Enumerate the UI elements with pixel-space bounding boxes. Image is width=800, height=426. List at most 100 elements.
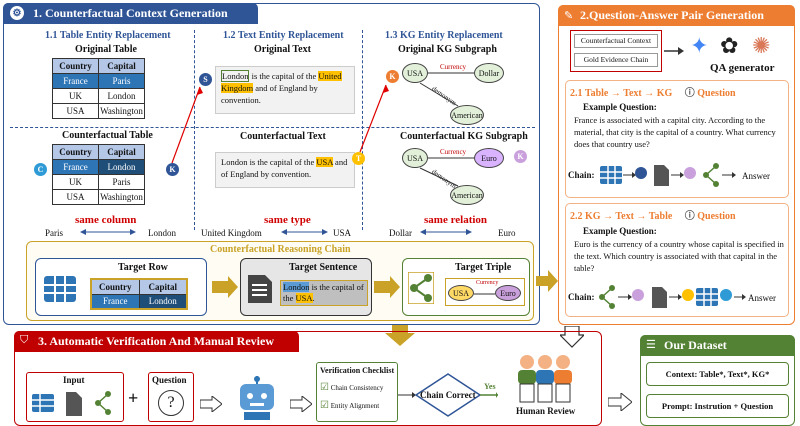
qa1-question-text: France is associated with a capital city… (574, 115, 776, 149)
table-header: Capital (138, 278, 188, 295)
text-span: is the capital of the (249, 71, 319, 81)
qa1-question-label: Question (697, 88, 736, 99)
reasoning-chain-title: Counterfactual Reasoning Chain (210, 244, 351, 255)
qa2-example-label: Example Question: (583, 226, 657, 236)
col-to: London (148, 228, 176, 238)
target-sentence-text: London is the capital of the USA. (280, 280, 368, 306)
text-span: London (283, 282, 310, 292)
share-icon (407, 271, 435, 309)
dataset-line2: Prompt: Instrution + Question (646, 394, 789, 418)
cf-table-title: Counterfactual Table (62, 130, 153, 141)
document-icon (248, 275, 272, 308)
original-text-title: Original Text (254, 44, 311, 55)
sec11-title: 1.1 Table Entity Replacement (45, 30, 171, 41)
kg-node: USA (402, 63, 428, 83)
table-cell: London (138, 293, 188, 310)
qa1-answer: Answer (742, 171, 770, 181)
qa1-chain-label: Chain: (568, 170, 595, 180)
text-span: and of England by convention. (221, 157, 348, 179)
people-icon (515, 352, 575, 409)
qa-generator-label: QA generator (710, 62, 775, 74)
input-context: Counterfactual Context (574, 34, 658, 48)
target-triple-title: Target Triple (455, 262, 512, 273)
check-label: Entity Alignment (330, 402, 380, 410)
table-cell: USA (52, 103, 99, 119)
arrow-right-icon (290, 396, 312, 412)
table-cell: France (90, 293, 140, 310)
kg-edge-label: Currency (440, 63, 467, 71)
original-kg-title: Original KG Subgraph (398, 44, 497, 55)
input-evidence: Gold Evidence Chain (574, 53, 658, 67)
divider (194, 30, 195, 230)
qa2-chain-label: Chain: (568, 292, 595, 302)
text-span: is the capital of the (283, 282, 364, 303)
openai-icon: ✿ (720, 33, 739, 58)
panel4-header: Our Dataset (640, 335, 795, 356)
table-header: Capital (98, 144, 145, 160)
qa1-step: 2.1 Table (570, 88, 609, 99)
kg-node: American (450, 185, 484, 205)
target-row-title: Target Row (118, 262, 168, 273)
kg-node: USA (402, 148, 428, 168)
panel2-title: 2.Question-Answer Pair Generation (580, 8, 764, 22)
badge-k: K (166, 163, 179, 176)
edit-icon: ✎ (564, 10, 574, 22)
check-item: ☑ Entity Alignment (320, 400, 379, 411)
panel3-title: 3. Automatic Verification And Manual Rev… (38, 334, 274, 348)
kg-edge-label: Currency (476, 280, 499, 286)
qa2-question-label: Question (697, 211, 736, 222)
table-header: Country (90, 278, 140, 295)
gear-icon: ⚙ (10, 6, 24, 20)
claude-icon: ✺ (752, 33, 771, 58)
dataset-line1: Context: Table*, Text*, KG* (646, 362, 789, 386)
triple-edge (474, 293, 495, 295)
table-cell: Washington (98, 189, 145, 205)
qa2-question-text: Euro is the currency of a country whose … (574, 239, 784, 273)
kg-node: Euro (474, 148, 504, 168)
badge-k: K (514, 150, 527, 163)
qa1-chain (598, 160, 788, 190)
panel4-title: Our Dataset (664, 338, 727, 352)
qa2-step: Table (648, 211, 673, 222)
qa1-step: KG (656, 88, 673, 99)
table-icon (44, 276, 76, 302)
check-label: Chain Consistency (330, 384, 384, 392)
kg-node: Euro (495, 285, 521, 301)
human-review-label: Human Review (516, 406, 576, 416)
qa1-path: 2.1 Table → Text → KG ⓘ Question (570, 88, 736, 99)
robot-icon (236, 376, 278, 425)
original-text-box: London is the capital of the United King… (215, 66, 355, 114)
input-icons (32, 391, 111, 416)
text-span: USA (295, 293, 313, 303)
kg-node: Dollar (474, 63, 504, 83)
original-table-title: Original Table (75, 44, 137, 55)
panel1-header: 1. Counterfactual Context Generation (3, 3, 258, 24)
col-from: Paris (45, 228, 63, 238)
arrow-right-icon (664, 47, 684, 55)
kg-node: USA (448, 285, 474, 301)
badge-c: C (34, 163, 47, 176)
cf-kg-title: Counterfactual KG Subgraph (400, 131, 528, 142)
question-label: Question (152, 375, 187, 385)
same-column-label: same column (75, 214, 137, 226)
cf-text-replaced: USA (316, 157, 333, 167)
badge-t: T (352, 152, 365, 165)
qa1-step: Text (623, 88, 642, 99)
panel1-title: 1. Counterfactual Context Generation (33, 6, 228, 20)
rel-to: Euro (498, 228, 516, 238)
check-item: ☑ Chain Consistency (320, 382, 383, 393)
qa1-example-label: Example Question: (583, 102, 657, 112)
gemini-icon: ✦ (690, 33, 709, 58)
text-span: London is the capital of the (221, 157, 317, 167)
divider (362, 30, 363, 230)
panel3-header: 3. Automatic Verification And Manual Rev… (14, 331, 299, 352)
type-to: USA (333, 228, 352, 238)
divider (10, 127, 535, 128)
sec13-title: 1.3 KG Entity Replacement (385, 30, 503, 41)
panel-counterfactual-context (3, 3, 540, 325)
